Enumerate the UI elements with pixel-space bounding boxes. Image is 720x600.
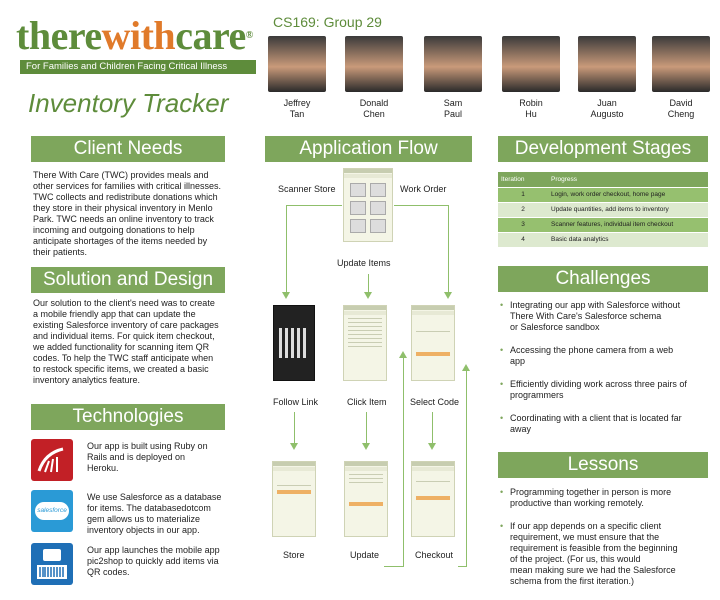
- home-screen-mockup: [343, 168, 393, 242]
- table-header-row: Iteration Progress: [498, 172, 708, 188]
- salesforce-logo-label: salesforce: [35, 502, 69, 520]
- page-title: Inventory Tracker: [28, 88, 229, 118]
- checkout-screen-mockup: [411, 461, 455, 537]
- flow-label-checkout: Checkout: [415, 550, 454, 560]
- salesforce-icon: salesforce: [31, 490, 73, 532]
- lessons-header: Lessons: [498, 452, 708, 478]
- client-needs-text: There With Care (TWC) provides meals and…: [33, 170, 222, 257]
- logo: therewithcare® For Families and Children…: [16, 14, 256, 84]
- table-row: 2 Update quantities, add items to invent…: [498, 202, 708, 218]
- member-first-name: David: [669, 98, 693, 108]
- member-last-name: Cheng: [667, 109, 695, 119]
- flow-label-store: Store: [283, 550, 305, 560]
- column-header-progress: Progress: [548, 172, 708, 188]
- member-first-name: Sam: [443, 98, 463, 108]
- application-flow-header: Application Flow: [265, 136, 472, 162]
- lessons-list: Programming together in person is morepr…: [500, 487, 712, 599]
- update-screen-mockup: [344, 461, 388, 537]
- technologies-header: Technologies: [31, 404, 225, 430]
- challenges-header: Challenges: [498, 266, 708, 292]
- member-first-name: Donald: [359, 98, 389, 108]
- member-last-name: Hu: [525, 109, 537, 119]
- member-last-name: Chen: [363, 109, 385, 119]
- member-last-name: Tan: [289, 109, 305, 119]
- flow-label-update-items: Update Items: [337, 258, 391, 268]
- flow-label-work-order: Work Order: [400, 184, 447, 194]
- list-item: Efficiently dividing work across three p…: [500, 379, 712, 401]
- group-label: CS169: Group 29: [273, 14, 382, 30]
- member-photo: [345, 36, 403, 92]
- store-screen-mockup: [272, 461, 316, 537]
- member-last-name: Augusto: [590, 109, 624, 119]
- solution-header: Solution and Design: [31, 267, 225, 293]
- logo-wordmark: therewithcare®: [16, 13, 253, 58]
- flow-label-click-item: Click Item: [347, 397, 387, 407]
- tech-salesforce-text: We use Salesforce as a database for item…: [87, 492, 222, 535]
- rails-icon: [31, 439, 73, 481]
- table-row: 1 Login, work order checkout, home page: [498, 187, 708, 203]
- solution-text: Our solution to the client's need was to…: [33, 298, 219, 385]
- client-needs-header: Client Needs: [31, 136, 225, 162]
- challenges-list: Integrating our app with Salesforce with…: [500, 300, 712, 447]
- list-item: Programming together in person is morepr…: [500, 487, 712, 509]
- member-photo: [424, 36, 482, 92]
- member-photo: [268, 36, 326, 92]
- table-row: 3 Scanner features, individual item chec…: [498, 217, 708, 233]
- column-header-iteration: Iteration: [498, 172, 548, 188]
- development-stages-header: Development Stages: [498, 136, 708, 162]
- list-item: Integrating our app with Salesforce with…: [500, 300, 712, 333]
- member-photo: [578, 36, 636, 92]
- list-item: Coordinating with a client that is locat…: [500, 413, 712, 435]
- barcode-icon: [31, 543, 73, 585]
- flow-label-update: Update: [350, 550, 380, 560]
- flow-label-select-code: Select Code: [410, 397, 460, 407]
- member-first-name: Robin: [519, 98, 543, 108]
- work-order-screen-mockup: [411, 305, 455, 381]
- list-item: If our app depends on a specific clientr…: [500, 521, 712, 587]
- tech-barcode-text: Our app launches the mobile app pic2shop…: [87, 545, 220, 577]
- member-first-name: Juan: [597, 98, 617, 108]
- flow-label-follow-link: Follow Link: [273, 397, 319, 407]
- development-stages-table: Iteration Progress 1 Login, work order c…: [498, 172, 708, 248]
- scanner-screen-mockup: [273, 305, 315, 381]
- member-photo: [652, 36, 710, 92]
- member-photo: [502, 36, 560, 92]
- flow-label-scanner-store: Scanner Store: [278, 184, 336, 194]
- member-first-name: Jeffrey: [283, 98, 311, 108]
- member-last-name: Paul: [443, 109, 462, 119]
- update-items-screen-mockup: [343, 305, 387, 381]
- logo-tagline: For Families and Children Facing Critica…: [20, 60, 256, 74]
- tech-rails-text: Our app is built using Ruby on Rails and…: [87, 441, 208, 473]
- table-row: 4 Basic data analytics: [498, 232, 708, 248]
